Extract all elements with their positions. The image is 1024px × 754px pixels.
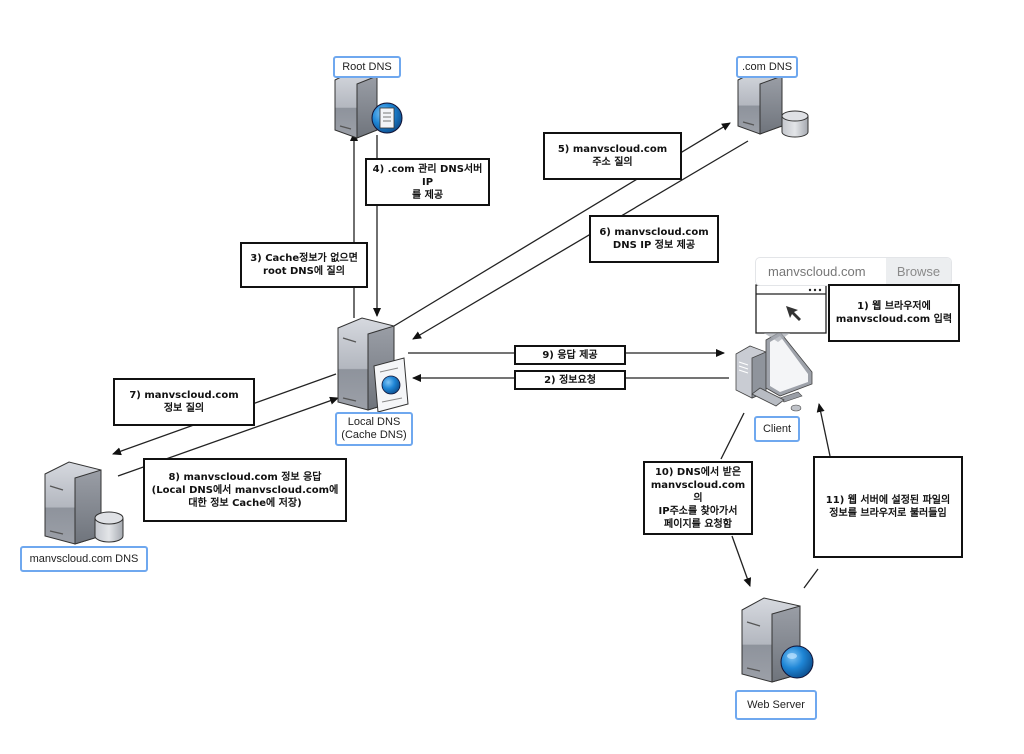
client-label: Client xyxy=(754,416,800,442)
arrow-step-10 xyxy=(720,412,745,460)
step-4-note: 4) .com 관리 DNS서버 IP 를 제공 xyxy=(365,158,490,206)
browse-button[interactable]: Browse xyxy=(886,258,951,285)
step-6-note: 6) manvscloud.com DNS IP 정보 제공 xyxy=(589,215,719,263)
step-7-note: 7) manvscloud.com 정보 질의 xyxy=(113,378,255,426)
client-computer-icon xyxy=(735,331,813,412)
step-8-note: 8) manvscloud.com 정보 응답 (Local DNS에서 man… xyxy=(143,458,347,522)
manvscloud-dns-server-icon xyxy=(44,461,124,545)
root-dns-server-icon xyxy=(334,69,403,139)
local-dns-label: Local DNS (Cache DNS) xyxy=(335,412,413,446)
step-9-note: 9) 응답 제공 xyxy=(514,345,626,365)
cursor-icon xyxy=(786,306,801,321)
com-dns-server-icon xyxy=(737,69,809,138)
manvscloud-dns-label: manvscloud.com DNS xyxy=(20,546,148,572)
url-input[interactable]: manvscloud.com xyxy=(768,264,866,279)
arrow-step-6 xyxy=(412,140,749,340)
root-dns-label: Root DNS xyxy=(333,56,401,78)
browser-window-icon xyxy=(755,284,827,342)
step-2-note: 2) 정보요청 xyxy=(514,370,626,390)
com-dns-label: .com DNS xyxy=(736,56,798,78)
web-server-label: Web Server xyxy=(735,690,817,720)
local-dns-server-icon xyxy=(337,317,409,413)
step-3-note: 3) Cache정보가 없으면 root DNS에 질의 xyxy=(240,242,368,288)
web-server-icon xyxy=(741,597,814,683)
step-10-note: 10) DNS에서 받은 manvscloud.com의 IP주소를 찾아가서 … xyxy=(643,461,753,535)
step-1-note: 1) 웹 브라우저에 manvscloud.com 입력 xyxy=(828,284,960,342)
browser-address-bar: manvscloud.com Browse xyxy=(755,257,952,286)
step-5-note: 5) manvscloud.com 주소 질의 xyxy=(543,132,682,180)
arrow-step-11 xyxy=(803,568,819,589)
step-11-note: 11) 웹 서버에 설정된 파일의 정보를 브라우저로 불러들임 xyxy=(813,456,963,558)
